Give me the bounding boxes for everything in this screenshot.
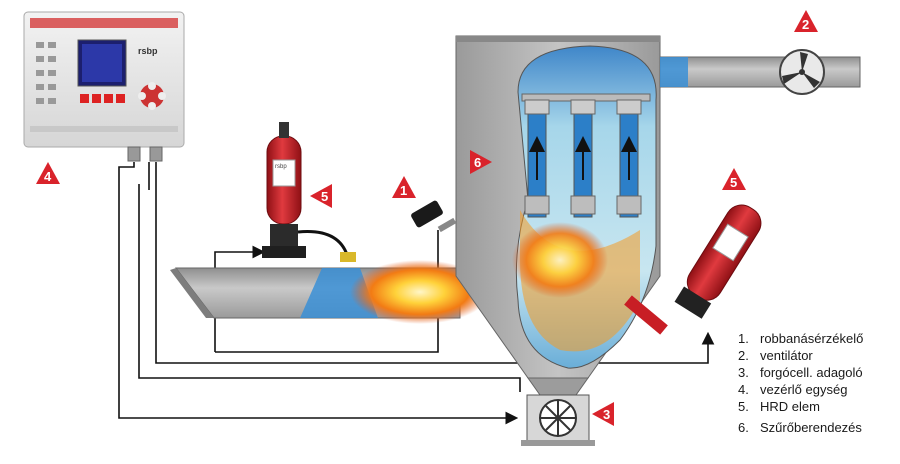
svg-text:ventilátor: ventilátor (760, 348, 813, 363)
warning-triangle-icon (794, 10, 818, 32)
controller-brand: rsbp (138, 46, 158, 56)
svg-text:3.: 3. (738, 365, 749, 380)
controller-keypad (80, 94, 125, 103)
hrd-cylinder-hopper (624, 204, 762, 335)
cylinder-label: rsbp (275, 164, 287, 170)
warning-triangle-icon (592, 402, 614, 426)
rotary-valve-icon (521, 394, 595, 446)
legend-item: 3. forgócell. adagoló (738, 365, 863, 380)
legend-item: 6. Szűrőberendezés (738, 420, 862, 435)
warning-triangle-icon (310, 184, 332, 208)
svg-text:2: 2 (802, 17, 809, 32)
svg-text:6: 6 (474, 155, 481, 170)
fan-icon (779, 49, 825, 95)
explosion-detector (411, 200, 457, 233)
controller-unit: rsbp (23, 11, 185, 162)
legend: 1. robbanásérzékelő 2. ventilátor 3. for… (738, 331, 863, 435)
legend-item: 2. ventilátor (738, 348, 813, 363)
explosion-flame (350, 260, 490, 324)
badge-5-duct: 5 (310, 184, 332, 208)
badge-2: 2 (794, 10, 818, 32)
badge-3: 3 (592, 402, 614, 426)
svg-text:1.: 1. (738, 331, 749, 346)
svg-text:3: 3 (603, 407, 610, 422)
svg-text:6.: 6. (738, 420, 749, 435)
controller-side-buttons (36, 42, 56, 104)
controller-dpad (138, 82, 166, 110)
svg-text:HRD elem: HRD elem (760, 399, 820, 414)
badge-6: 6 (470, 150, 492, 174)
svg-text:vezérlő egység: vezérlő egység (760, 382, 847, 397)
filter-housing (455, 35, 661, 396)
badge-4: 4 (36, 162, 60, 184)
svg-text:5: 5 (321, 189, 328, 204)
legend-item: 5. HRD elem (738, 399, 820, 414)
legend-item: 1. robbanásérzékelő (738, 331, 863, 346)
badge-5-hopper: 5 (722, 168, 746, 190)
legend-item: 4. vezérlő egység (738, 382, 847, 397)
svg-text:1: 1 (400, 183, 407, 198)
warning-triangle-icon (392, 176, 416, 198)
svg-text:forgócell. adagoló: forgócell. adagoló (760, 365, 863, 380)
svg-text:Szűrőberendezés: Szűrőberendezés (760, 420, 862, 435)
warning-triangle-icon (36, 162, 60, 184)
svg-text:5: 5 (730, 175, 737, 190)
filter-bags (521, 93, 651, 218)
hrd-cylinder-duct: rsbp (262, 122, 356, 262)
outlet-duct (659, 56, 861, 88)
warning-triangle-icon (470, 150, 492, 174)
svg-text:4: 4 (44, 169, 52, 184)
svg-text:2.: 2. (738, 348, 749, 363)
inlet-duct (170, 260, 490, 324)
warning-triangle-icon (722, 168, 746, 190)
badge-1: 1 (392, 176, 416, 198)
svg-text:5.: 5. (738, 399, 749, 414)
svg-text:robbanásérzékelő: robbanásérzékelő (760, 331, 863, 346)
svg-text:4.: 4. (738, 382, 749, 397)
